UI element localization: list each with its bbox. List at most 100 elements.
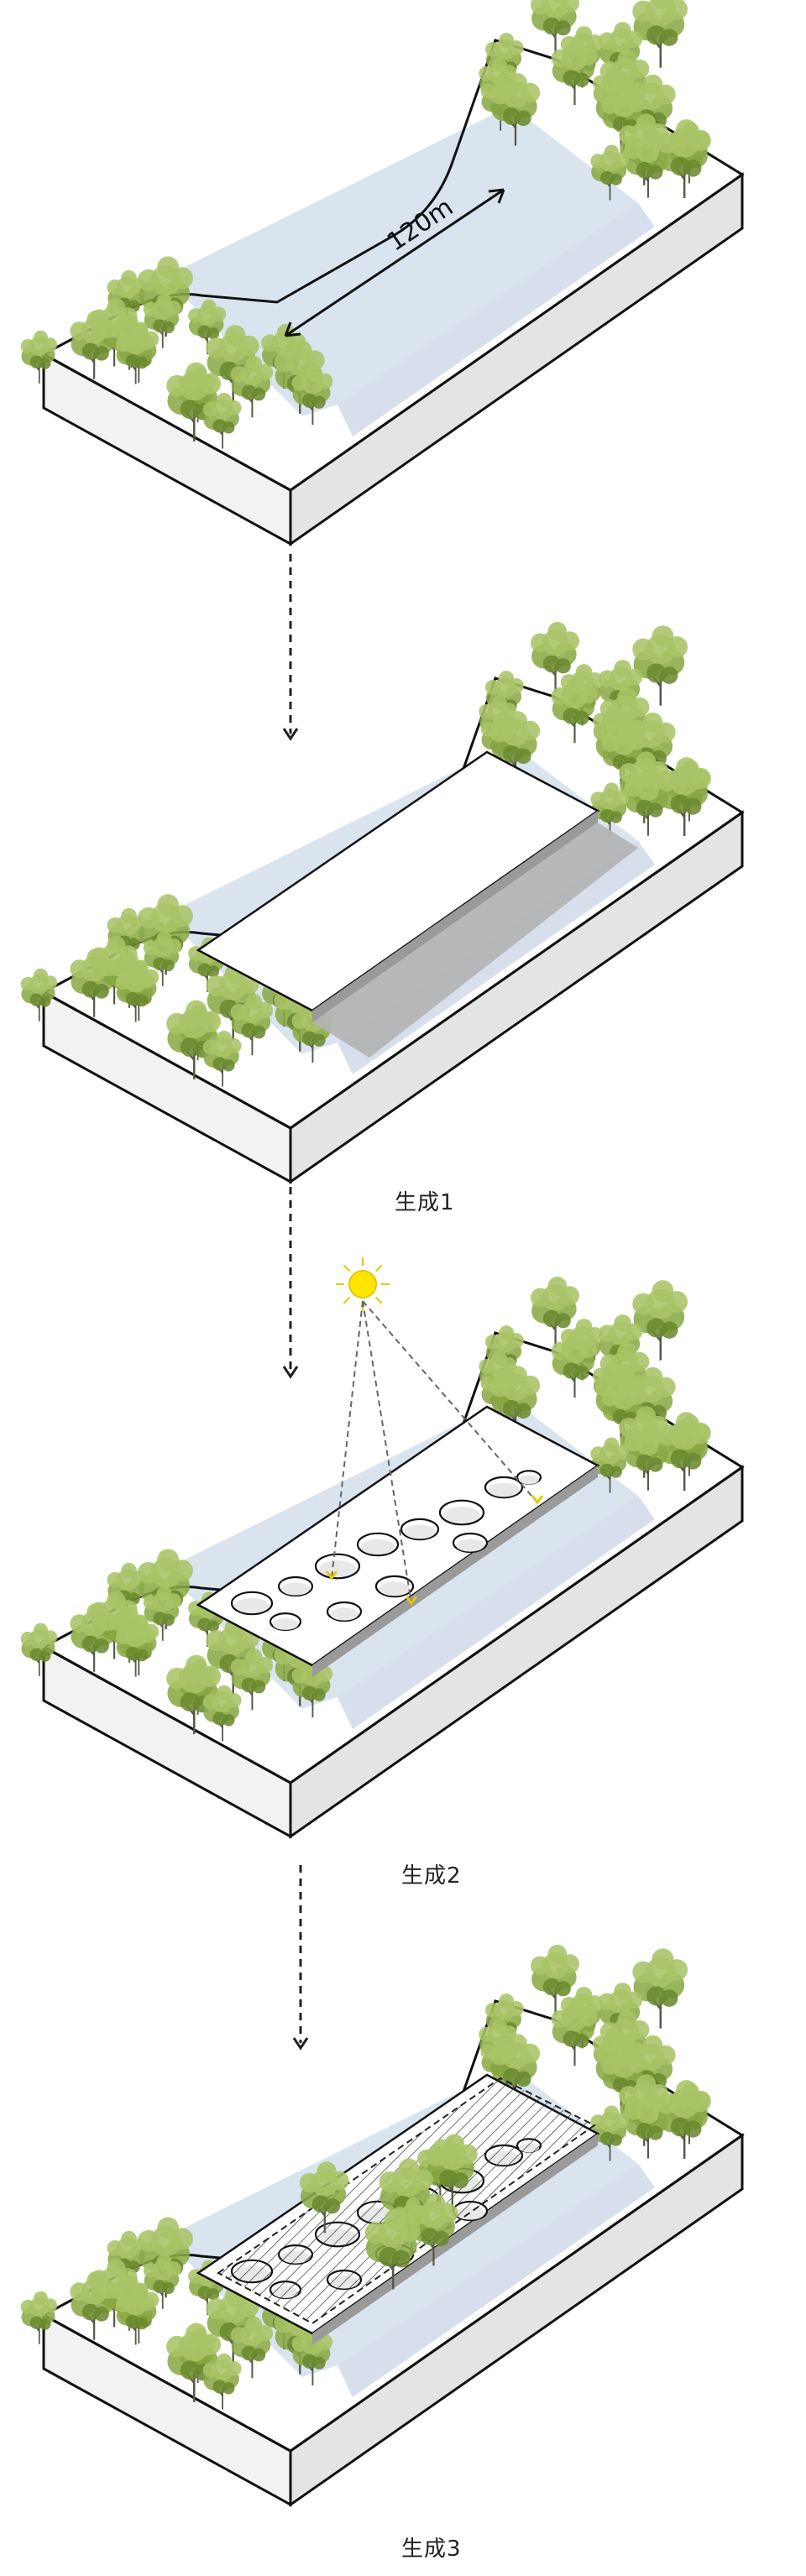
caption-stage-3: 生成3 — [401, 2537, 462, 2562]
tree-foliage — [324, 2197, 341, 2214]
tree-foliage — [567, 676, 586, 695]
tree-foliage — [555, 20, 571, 36]
tree-foliage — [306, 365, 322, 382]
stage-0-site: 120m — [20, 0, 745, 546]
tree-foliage — [530, 633, 550, 653]
deck-opening-depth — [360, 1539, 395, 1555]
tree-foliage — [560, 0, 580, 13]
tree-foliage — [547, 1276, 568, 1296]
tree-foliage — [641, 1422, 660, 1441]
tree-foliage — [601, 97, 619, 114]
tree-foliage — [86, 2270, 106, 2291]
tree-foliage — [245, 356, 263, 373]
tree-foliage — [657, 770, 678, 792]
tree-foliage — [499, 33, 515, 49]
tree-foliage — [230, 1658, 248, 1675]
tree-foliage — [601, 2057, 619, 2075]
tree-foliage — [207, 327, 220, 340]
sun-disc — [348, 1270, 377, 1298]
tree-foliage — [135, 356, 149, 369]
tree-icon — [230, 994, 274, 1056]
tree-foliage — [222, 2382, 235, 2395]
light-ray-arrow — [325, 1570, 338, 1581]
tree-foliage — [121, 2230, 137, 2247]
tree-foliage — [590, 154, 606, 170]
tree-foliage — [186, 2323, 207, 2345]
tree-foliage — [479, 65, 494, 81]
arrow-head — [292, 2037, 309, 2051]
tree-foliage — [426, 2145, 447, 2166]
tree-foliage — [613, 1364, 634, 1385]
tree-foliage — [624, 778, 643, 797]
tree-foliage — [115, 336, 132, 353]
tree-foliage — [550, 0, 565, 3]
tree-foliage — [624, 2101, 643, 2120]
tree-foliage — [222, 421, 235, 434]
bridge-deck-edge — [312, 811, 598, 1022]
tree-foliage — [657, 132, 678, 154]
tree-foliage — [115, 974, 132, 990]
tree-foliage — [291, 340, 312, 361]
tree-foliage — [206, 1630, 228, 1652]
tree-foliage — [641, 2090, 660, 2109]
tree-foliage — [312, 2356, 326, 2370]
tree-foliage — [162, 321, 175, 334]
tree-foliage — [398, 2158, 420, 2180]
arrow-head — [282, 1366, 299, 1379]
tree-icon — [551, 1330, 598, 1398]
tree-foliage — [507, 1366, 528, 1386]
tree-foliage — [590, 1446, 606, 1462]
tree-foliage — [684, 2120, 702, 2138]
deck-opening-depth — [318, 1560, 357, 1577]
tree-foliage — [222, 1714, 235, 1727]
tree-foliage — [107, 2240, 123, 2256]
tree-foliage — [86, 948, 106, 968]
tree-foliage — [604, 2105, 620, 2121]
tree-foliage — [291, 1012, 308, 1029]
tree-icon — [657, 119, 711, 198]
tree-foliage — [617, 687, 637, 708]
tree-foliage — [70, 2282, 89, 2302]
tree-foliage — [379, 2171, 400, 2193]
tree-foliage — [601, 1389, 619, 1407]
tree-foliage — [617, 1342, 637, 1362]
tree-foliage — [614, 1314, 631, 1332]
tree-foliage — [479, 703, 494, 719]
tree-foliage — [216, 2353, 232, 2369]
tree-foliage — [206, 975, 228, 997]
tree-foliage — [657, 1424, 678, 1446]
tree-foliage — [157, 2217, 180, 2239]
tree-foliage — [20, 1631, 35, 1646]
tree-foliage — [619, 125, 639, 145]
tree-foliage — [216, 1030, 232, 1046]
stage-2-openings — [20, 1257, 745, 1839]
tree-foliage — [207, 1620, 220, 1633]
tree-foliage — [619, 1418, 639, 1438]
tree-foliage — [604, 1437, 620, 1453]
tree-foliage — [551, 2009, 570, 2029]
caption-stage-1: 生成1 — [395, 1190, 455, 1215]
river-bank-shade — [338, 203, 655, 436]
tree-foliage — [676, 119, 698, 141]
tree-foliage — [33, 968, 49, 983]
tree-foliage — [245, 994, 263, 1011]
tree-foliage — [647, 165, 663, 180]
tree-foliage — [657, 2093, 678, 2114]
tree-foliage — [230, 365, 248, 383]
tree-foliage — [598, 32, 616, 50]
tree-icon — [70, 948, 118, 1017]
tree-foliage — [575, 1987, 593, 2004]
tree-foliage — [530, 1288, 550, 1308]
tree-foliage — [123, 2275, 139, 2291]
tree-icon — [489, 73, 541, 146]
tree-foliage — [484, 2002, 500, 2018]
tree-foliage — [489, 85, 510, 105]
stage-3-planting — [20, 1944, 745, 2507]
tree-foliage — [617, 2010, 637, 2030]
tree-foliage — [291, 1667, 308, 1684]
tree-foliage — [129, 964, 145, 981]
tree-foliage — [94, 983, 109, 999]
tree-foliage — [224, 325, 246, 347]
tree-foliage — [274, 352, 295, 373]
tree-icon — [632, 1948, 688, 2029]
